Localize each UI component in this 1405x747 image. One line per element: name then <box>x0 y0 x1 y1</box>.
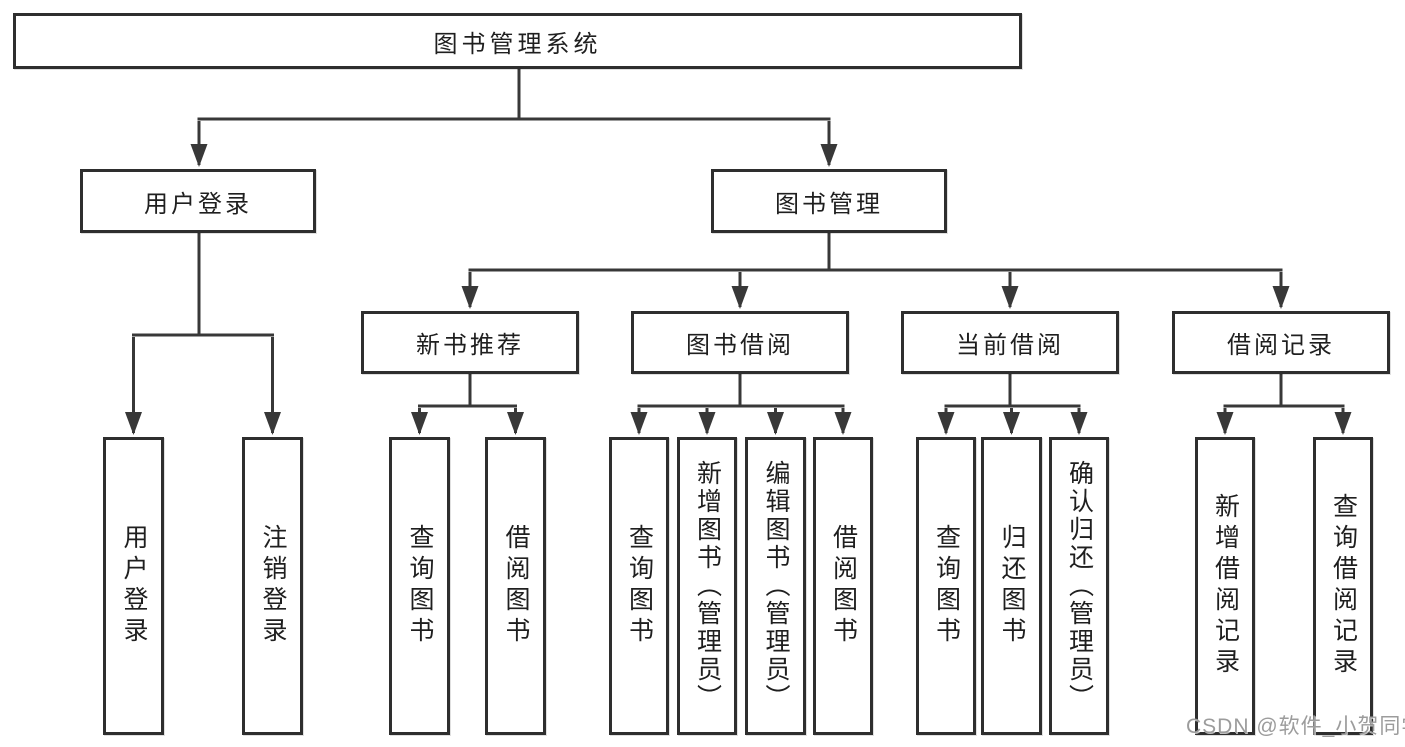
leaf-query-books-borrow-label: 查询图书 <box>625 524 654 648</box>
node-user-login-label: 用户登录 <box>144 190 252 218</box>
leaf-edit-book-admin: 编辑图书（管理员） <box>745 437 806 735</box>
leaf-add-borrow-record-label: 新增借阅记录 <box>1211 493 1240 679</box>
leaf-query-borrow-record-label: 查询借阅记录 <box>1329 493 1358 679</box>
leaf-user-login-label: 用户登录 <box>120 524 148 648</box>
node-user-login: 用户登录 <box>80 169 316 233</box>
leaf-query-books-borrow: 查询图书 <box>609 437 669 735</box>
leaf-query-books-recommend-label: 查询图书 <box>406 524 434 648</box>
node-current-borrow: 当前借阅 <box>901 311 1119 374</box>
leaf-query-books-current-label: 查询图书 <box>932 524 961 648</box>
leaf-borrow-books-label: 借阅图书 <box>829 524 858 648</box>
node-library-system-label: 图书管理系统 <box>433 30 602 58</box>
leaf-logout-label: 注销登录 <box>259 524 287 648</box>
csdn-watermark: CSDN @软件_小贺同学 <box>1186 715 1405 738</box>
leaf-user-login: 用户登录 <box>103 437 164 735</box>
leaf-borrow-books-recommend: 借阅图书 <box>485 437 546 735</box>
node-borrow-records: 借阅记录 <box>1172 311 1390 374</box>
node-borrow-records-label: 借阅记录 <box>1227 332 1335 359</box>
leaf-return-books: 归还图书 <box>981 437 1042 735</box>
leaf-borrow-books: 借阅图书 <box>813 437 873 735</box>
leaf-add-borrow-record: 新增借阅记录 <box>1195 437 1255 735</box>
leaf-query-borrow-record: 查询借阅记录 <box>1313 437 1373 735</box>
leaf-return-books-label: 归还图书 <box>998 524 1026 648</box>
node-book-borrow: 图书借阅 <box>631 311 849 374</box>
leaf-query-books-recommend: 查询图书 <box>389 437 450 735</box>
leaf-borrow-books-recommend-label: 借阅图书 <box>502 524 530 648</box>
node-library-system: 图书管理系统 <box>13 13 1022 69</box>
leaf-edit-book-admin-label: 编辑图书（管理员） <box>762 460 790 712</box>
leaf-add-book-admin-label: 新增图书（管理员） <box>693 460 722 712</box>
leaf-logout: 注销登录 <box>242 437 303 735</box>
node-new-book-recommend-label: 新书推荐 <box>416 332 524 359</box>
node-book-borrow-label: 图书借阅 <box>686 332 794 359</box>
leaf-add-book-admin: 新增图书（管理员） <box>677 437 737 735</box>
leaf-query-books-current: 查询图书 <box>916 437 976 735</box>
node-new-book-recommend: 新书推荐 <box>361 311 579 374</box>
node-current-borrow-label: 当前借阅 <box>956 332 1064 359</box>
leaf-confirm-return-admin-label: 确认归还（管理员） <box>1065 460 1094 712</box>
node-book-management: 图书管理 <box>711 169 947 233</box>
node-book-management-label: 图书管理 <box>775 190 883 218</box>
leaf-confirm-return-admin: 确认归还（管理员） <box>1049 437 1109 735</box>
